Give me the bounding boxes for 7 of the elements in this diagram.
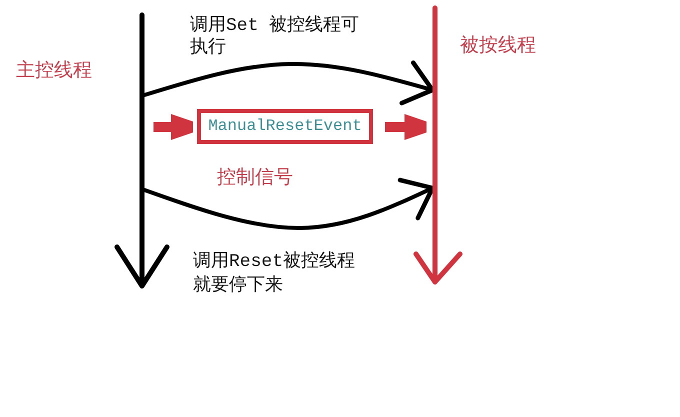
curved-arrow [142, 60, 435, 106]
timeline-arrow [114, 12, 170, 288]
signal-label: 控制信号 [217, 166, 293, 190]
curved-arrow [142, 178, 435, 230]
class-name-box: ManualResetEvent [197, 109, 373, 144]
thread-label: 被按线程 [460, 34, 536, 58]
thread-label: 主控线程 [16, 59, 92, 83]
